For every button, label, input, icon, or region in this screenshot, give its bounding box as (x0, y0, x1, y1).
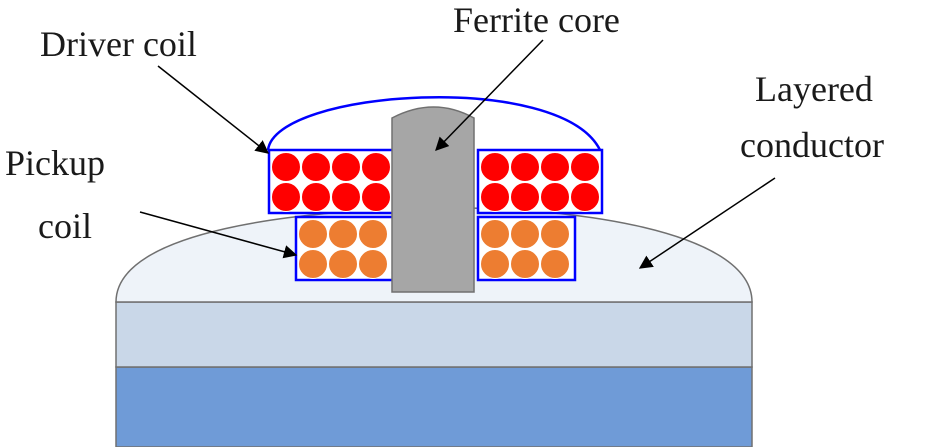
ferrite-core-label: Ferrite core (453, 0, 620, 40)
driver-coil-right-turn (510, 182, 540, 212)
pickup-coil-left-turn (328, 219, 358, 249)
pickup-coil-right-turn (540, 219, 570, 249)
driver-coil-right-turn (570, 152, 600, 182)
layered-conductor-label-line2: conductor (740, 125, 884, 165)
pickup-coil-left-turn (298, 219, 328, 249)
driver-coil-left-turn (331, 152, 361, 182)
driver-coil-right-turn (510, 152, 540, 182)
driver-coil-right-turn (540, 182, 570, 212)
ferrite-core (391, 106, 475, 293)
driver-coil-right-turn (480, 182, 510, 212)
driver-coil-left-turn (361, 152, 391, 182)
driver-coil-left-turn (271, 152, 301, 182)
pickup-coil-right-turn (480, 249, 510, 279)
driver-coil (267, 148, 604, 215)
driver-coil-arrow (157, 65, 270, 154)
driver-coil-right-turn (570, 182, 600, 212)
pickup-coil-right-turn (480, 219, 510, 249)
pickup-coil-right-turn (510, 219, 540, 249)
driver-coil-left-turn (301, 182, 331, 212)
pickup-coil-left-turn (358, 219, 388, 249)
driver-coil-right-turn (480, 152, 510, 182)
pickup-coil-label-line1: Pickup (5, 143, 105, 183)
conductor-bottom-layer (115, 366, 753, 447)
pickup-coil-arrow (139, 211, 298, 259)
driver-coil-left-turn (301, 152, 331, 182)
layered-conductor-label-line1: Layered (755, 69, 873, 109)
pickup-coil-left-turn (358, 249, 388, 279)
ferrite-core-arrow (435, 39, 544, 151)
driver-coil-right-turn (540, 152, 570, 182)
pickup-coil-right-turn (540, 249, 570, 279)
pickup-coil (294, 215, 577, 282)
driver-coil-left-turn (361, 182, 391, 212)
driver-coil-shield-arc (266, 96, 602, 151)
pickup-coil-label-line2: coil (38, 206, 92, 246)
pickup-coil-left-turn (328, 249, 358, 279)
layered-conductor-arrow (638, 177, 776, 269)
driver-coil-left-turn (271, 182, 301, 212)
driver-coil-left-turn (331, 182, 361, 212)
conductor-middle-layer (115, 301, 753, 368)
pickup-coil-left-turn (298, 249, 328, 279)
pickup-coil-right-turn (510, 249, 540, 279)
driver-coil-label: Driver coil (40, 24, 197, 64)
